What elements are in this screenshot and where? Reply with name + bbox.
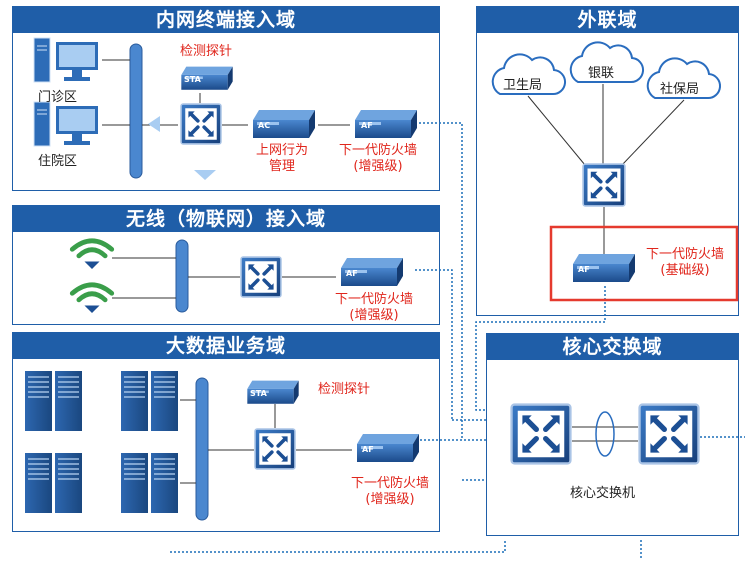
zone-intranet-title: 内网终端接入域 [13,7,439,33]
dotted-links [170,122,745,560]
cloud-label-health-bureau: 卫生局 [503,78,543,93]
clouds [491,41,721,100]
fw-external-line1: 下一代防火墙 [645,247,724,262]
highlight-frame [549,225,739,302]
sta-badge-bigdata: STA [250,389,267,398]
zone-bigdata: 大数据业务域 [12,332,440,532]
cloud-label-social-security: 社保局 [660,82,700,97]
probe-label-intranet: 检测探针 [180,44,233,59]
zone-core-title: 核心交换域 [487,334,738,360]
core-switch-label: 核心交换机 [570,486,636,501]
af-badge-intranet: AF [361,121,373,130]
pc-label-ward: 住院区 [38,154,78,169]
zone-wireless: 无线（物联网）接入域 [12,205,440,325]
ac-label-line1: 上网行为 [255,143,308,158]
af-badge-external: AF [578,265,590,274]
zone-intranet: 内网终端接入域 [12,6,440,191]
fw-bigdata-line1: 下一代防火墙 [350,476,429,491]
zone-bigdata-title: 大数据业务域 [13,333,439,359]
zone-wireless-title: 无线（物联网）接入域 [13,206,439,232]
ac-badge: AC [258,121,271,130]
ac-label: 上网行为 管理 [251,143,313,175]
ac-label-line2: 管理 [268,159,295,174]
pc-label-clinic: 门诊区 [38,90,78,105]
af-badge-bigdata: AF [362,445,374,454]
fw-label-bigdata: 下一代防火墙 (增强级) [342,476,438,508]
fw-intranet-line2: (增强级) [353,159,403,174]
fw-intranet-line1: 下一代防火墙 [338,143,417,158]
fw-wireless-line2: (增强级) [349,308,399,323]
probe-label-bigdata: 检测探针 [318,382,371,397]
fw-label-external: 下一代防火墙 (基础级) [636,247,734,279]
fw-label-wireless: 下一代防火墙 (增强级) [326,292,422,324]
fw-wireless-line1: 下一代防火墙 [334,292,413,307]
fw-bigdata-line2: (增强级) [365,492,415,507]
sta-badge-intranet: STA [184,75,201,84]
fw-external-line2: (基础级) [660,263,710,278]
fw-label-intranet: 下一代防火墙 (增强级) [330,143,426,175]
zone-external-title: 外联域 [477,7,738,33]
cloud-label-unionpay: 银联 [588,66,615,81]
af-badge-wireless: AF [346,269,358,278]
